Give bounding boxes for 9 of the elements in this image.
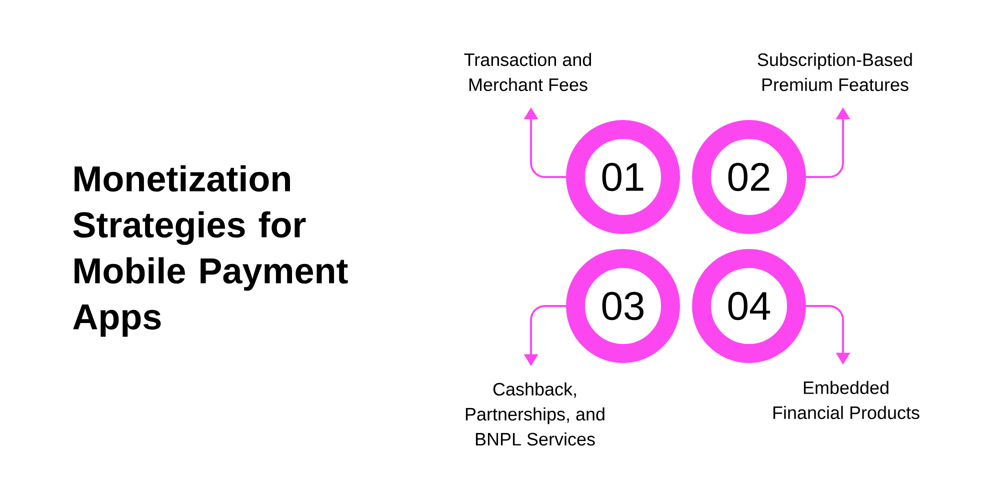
strategy-label: Transaction and Merchant Fees [464,52,592,92]
strategy-label: Embedded Financial Products [773,380,920,420]
number-ring: 04 [692,249,806,363]
strategy-label: Cashback, Partnerships, and BNPL Services [466,382,604,446]
number-ring: 02 [692,120,806,234]
number-ring: 03 [566,249,680,363]
strategy-label: Subscription-Based Premium Features [758,52,912,92]
title: Monetization Strategies for Mobile Payment Apps [73,165,348,337]
number-ring: 01 [566,120,680,234]
